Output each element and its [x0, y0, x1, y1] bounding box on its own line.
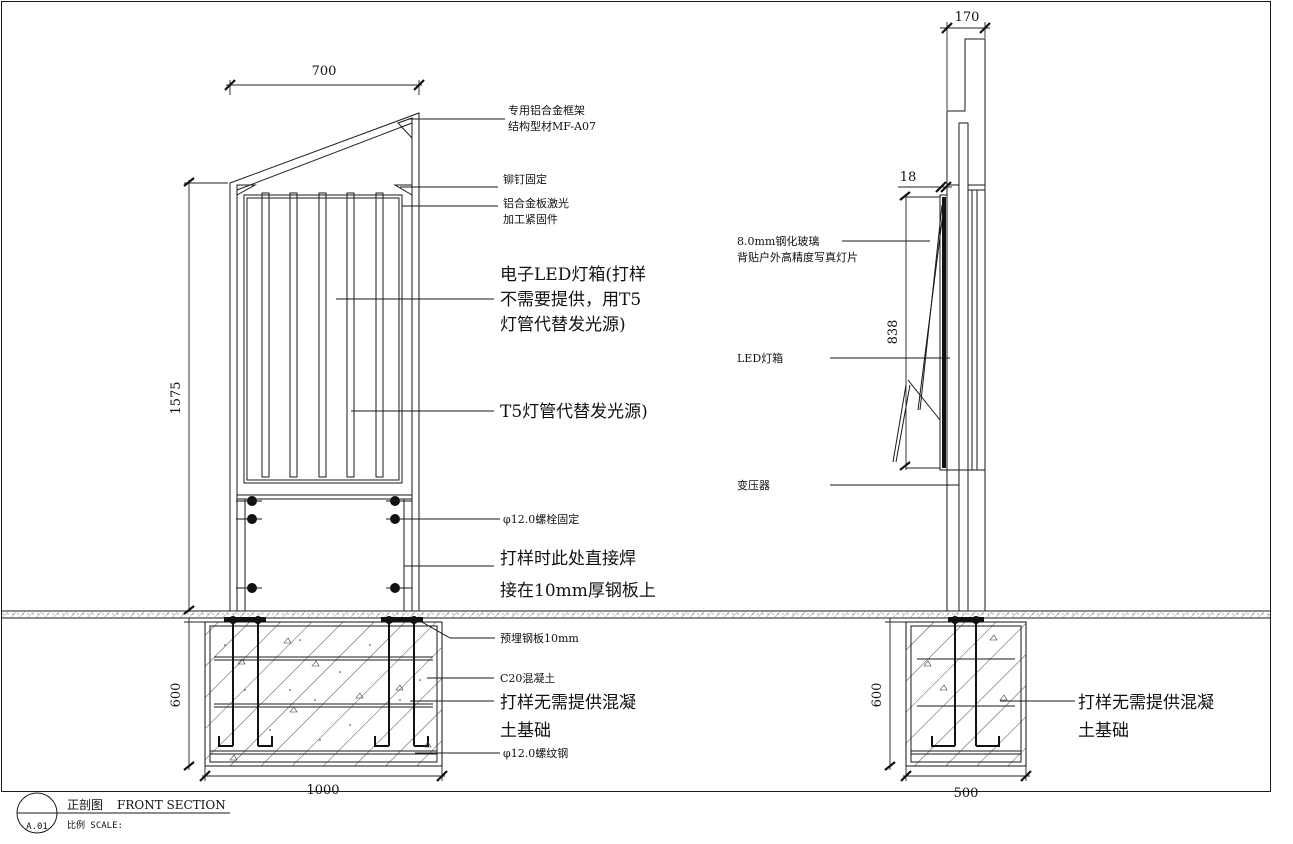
dim-front-width: 700: [312, 64, 337, 79]
side-sign: [892, 38, 986, 612]
ground-band: [2, 610, 1270, 619]
note-side-foundation-2: 土基础: [1078, 721, 1129, 741]
note-ledbox-2: 不需要提供，用T5: [500, 290, 641, 310]
note-glass: 8.0mm钢化玻璃: [737, 234, 819, 248]
t5-tube: [375, 192, 384, 478]
side-notes: 8.0mm钢化玻璃 背贴户外高精度写真灯片 LED灯箱 变压器 打样无需提供混凝…: [737, 234, 1214, 741]
note-concrete: C20混凝土: [500, 671, 555, 685]
dim-side-foundation-depth: 600: [870, 683, 885, 708]
note-plate: 铝合金板激光: [503, 196, 569, 210]
title-cn: 正剖图: [67, 798, 103, 812]
note-embed-plate: 预埋钢板10mm: [500, 631, 579, 645]
note-rebar: φ12.0螺纹钢: [503, 746, 568, 760]
dim-side-top: 170: [955, 10, 980, 25]
note-rivet: 铆钉固定: [503, 172, 547, 186]
note-foundation: 打样无需提供混凝: [500, 693, 636, 713]
note-bolt: φ12.0螺栓固定: [503, 512, 579, 526]
drawing-border: [1, 1, 1271, 792]
note-ledbox-3: 灯管代替发光源): [500, 315, 626, 335]
note-foundation-2: 土基础: [500, 721, 551, 741]
note-weld-2: 接在10mm厚钢板上: [500, 581, 656, 601]
t5-tube: [346, 192, 355, 478]
dim-front-height: 1575: [169, 381, 184, 414]
note-frame: 专用铝合金框架: [508, 103, 585, 117]
note-led-box: LED灯箱: [737, 351, 783, 365]
section-number: A.01: [26, 822, 48, 832]
title-block: A.01 正剖图 FRONT SECTION 比例 SCALE:: [16, 792, 230, 834]
side-leaders: [830, 240, 1075, 702]
title-en: FRONT SECTION: [117, 798, 226, 812]
dim-side-foundation-width: 500: [954, 786, 979, 801]
note-plate-2: 加工紧固件: [503, 213, 558, 226]
note-weld: 打样时此处直接焊: [500, 549, 636, 569]
note-t5: T5灯管代替发光源): [500, 402, 648, 422]
dim-lightbox-height: 838: [886, 320, 901, 345]
dim-front-foundation-depth: 600: [169, 683, 184, 708]
front-sign: [229, 112, 420, 611]
t5-tube: [289, 192, 298, 478]
note-side-foundation: 打样无需提供混凝: [1078, 693, 1214, 713]
note-transformer: 变压器: [737, 478, 770, 492]
front-dimensions: 700 1575 600 1000: [169, 64, 448, 798]
dim-glass-offset: 18: [900, 170, 917, 185]
t5-tube: [261, 192, 270, 478]
front-notes: 专用铝合金框架 结构型材MF-A07 铆钉固定 铝合金板激光 加工紧固件 电子L…: [500, 103, 656, 760]
scale-label: 比例 SCALE:: [67, 819, 123, 831]
t5-tube: [318, 192, 327, 478]
note-ledbox: 电子LED灯箱(打样: [500, 265, 646, 285]
front-leaders: [336, 118, 505, 754]
note-frame-2: 结构型材MF-A07: [508, 119, 596, 133]
bolt-markers: [236, 496, 412, 593]
note-glass-2: 背贴户外高精度写真灯片: [737, 250, 858, 264]
front-foundation: [204, 616, 443, 767]
side-foundation: [905, 616, 1027, 767]
dim-front-foundation-width: 1000: [306, 783, 339, 798]
